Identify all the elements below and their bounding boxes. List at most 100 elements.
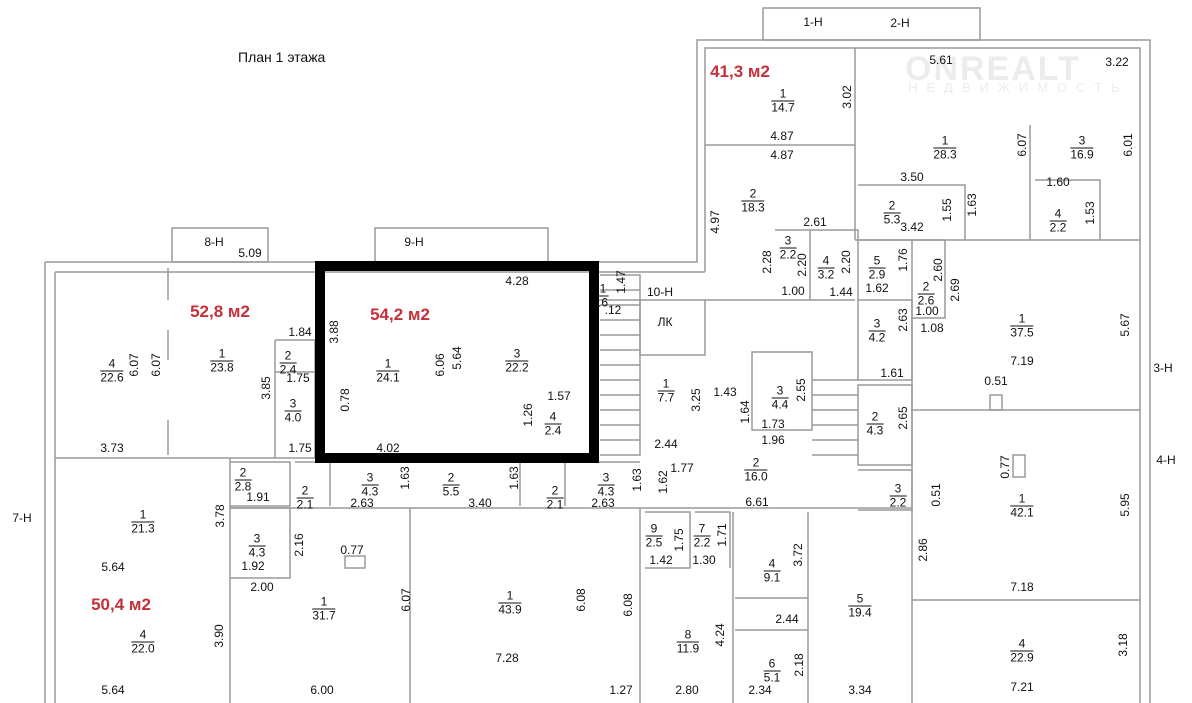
room-label: 1.6 [597, 281, 609, 310]
dimension-label: 6.61 [745, 495, 769, 509]
room-area: 2.5 [645, 535, 663, 550]
room-number: 1 [312, 595, 336, 610]
dimension-label: 3.50 [900, 170, 924, 184]
room-number: 4 [1010, 637, 1034, 652]
room-area: 19.4 [848, 605, 872, 620]
room-area: 11.9 [676, 641, 700, 656]
dimension-label: 3.73 [100, 441, 124, 455]
unit-label: 8-Н [202, 235, 226, 249]
dimension-label: 2.86 [916, 538, 930, 562]
highlighted-area-label: 52,8 м2 [190, 302, 250, 321]
room-area: 2.1 [546, 497, 564, 512]
highlighted-area-label: 54,2 м2 [370, 305, 430, 324]
room-number: 2 [442, 471, 460, 486]
unit-label: ЛК [655, 315, 675, 329]
room-number: 6 [763, 657, 781, 672]
dimension-label: 2.63 [350, 496, 374, 510]
dimension-label: 1.47 [614, 270, 628, 294]
room-area: 42.1 [1010, 505, 1034, 520]
dimension-label: 2.61 [803, 215, 827, 229]
unit-label: 4-Н [1154, 453, 1178, 467]
room-number: 2 [741, 187, 765, 202]
dimension-label: 1.43 [713, 385, 737, 399]
room-number: 1 [597, 281, 609, 297]
dimension-label: 0.51 [984, 374, 1008, 388]
dimension-label: 2.44 [654, 437, 678, 451]
room-number: 3 [505, 347, 529, 362]
room-area: 16.9 [1070, 147, 1094, 162]
dimension-label: 4.02 [376, 441, 400, 455]
dimension-label: 2.69 [948, 278, 962, 302]
room-area: 4.3 [248, 545, 266, 560]
room-number: 3 [771, 384, 789, 399]
dimension-label: 1.75 [672, 528, 686, 552]
unit-label: 1-Н [801, 15, 825, 29]
dimension-label: 7.28 [495, 651, 519, 665]
dimension-label: 4.87 [770, 129, 794, 143]
room-number: 2 [917, 280, 935, 295]
dimension-label: 4.24 [713, 623, 727, 647]
dimension-label: 2.20 [839, 250, 853, 274]
room-number: 3 [889, 482, 907, 497]
dimension-label: 2.00 [250, 580, 274, 594]
room-number: 1 [1010, 492, 1034, 507]
room-area: 43.9 [498, 602, 522, 617]
dimension-label: 2.44 [775, 612, 799, 626]
dimension-label: 2.34 [748, 683, 772, 697]
highlighted-area-label: 50,4 м2 [91, 595, 151, 614]
room-number: 4 [544, 410, 562, 425]
dimension-label: 1.55 [940, 198, 954, 222]
dimension-label: 7.21 [1010, 680, 1034, 694]
dimension-label: 4.28 [505, 274, 529, 288]
dimension-label: 6.08 [574, 588, 588, 612]
room-area: 2.4 [279, 362, 297, 377]
room-number: 1 [210, 347, 234, 362]
dimension-label: 1.96 [761, 433, 785, 447]
dimension-label: 1.63 [965, 193, 979, 217]
room-area: 18.3 [741, 200, 765, 215]
dimension-label: 6.07 [127, 353, 141, 377]
room-number: 1 [131, 508, 155, 523]
room-area: 9.1 [763, 570, 781, 585]
unit-label: 9-Н [402, 235, 426, 249]
dimension-label: 3.72 [791, 543, 805, 567]
dimension-label: 1.00 [781, 284, 805, 298]
room-number: 3 [248, 532, 266, 547]
room-area: 4.3 [361, 484, 379, 499]
dimension-label: 2.80 [675, 683, 699, 697]
dimension-label: 7.19 [1010, 354, 1034, 368]
dimension-label: 1.75 [286, 371, 310, 385]
dimension-label: 2.20 [795, 253, 809, 277]
dimension-label: 6.00 [310, 683, 334, 697]
dimension-label: 3.85 [259, 376, 273, 400]
dimension-label: 7.18 [1010, 580, 1034, 594]
dimension-label: 2.65 [896, 406, 910, 430]
room-number: 2 [883, 199, 901, 214]
dimension-label: 1.27 [609, 683, 633, 697]
dimension-label: 1.63 [398, 466, 412, 490]
room-area: 2.2 [1049, 220, 1067, 235]
room-number: 4 [1049, 207, 1067, 222]
room-area: 22.2 [505, 360, 529, 375]
room-number: 2 [866, 410, 884, 425]
